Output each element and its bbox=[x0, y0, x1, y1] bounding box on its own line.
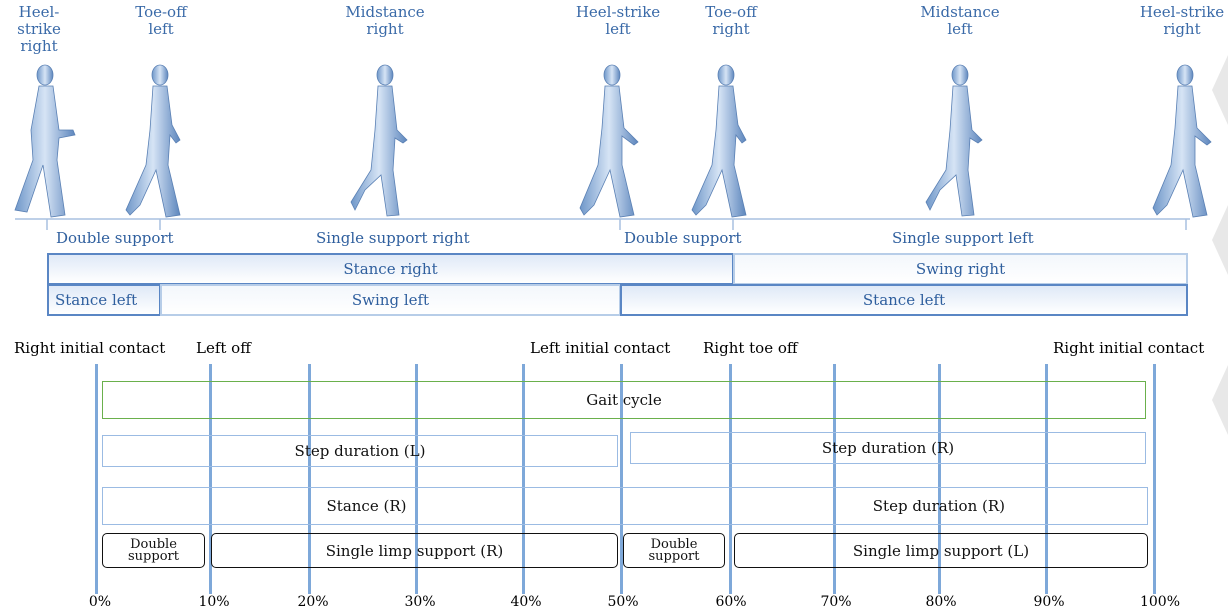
grid-line-70 bbox=[833, 364, 836, 594]
walking-figure bbox=[925, 64, 983, 217]
tick-label: 60% bbox=[715, 594, 747, 610]
walking-figure bbox=[125, 64, 181, 218]
event-right-initial-contact: Right initial contact bbox=[14, 339, 166, 357]
box-step-duration-r-2: Step duration (R) bbox=[628, 487, 1148, 525]
tick-label: 70% bbox=[820, 594, 852, 610]
grid-line-40 bbox=[522, 364, 525, 594]
tick-label: 0% bbox=[88, 594, 112, 610]
walking-figures-illustration bbox=[14, 64, 1212, 230]
edge-decoration bbox=[1212, 365, 1228, 435]
walking-figure bbox=[691, 64, 747, 218]
phase-single-support-right: Single support right bbox=[316, 229, 470, 247]
grid-line-100 bbox=[1153, 364, 1156, 594]
grid-line-80 bbox=[938, 364, 941, 594]
grid-line-60 bbox=[729, 364, 732, 594]
event-right-toe-off: Right toe off bbox=[703, 339, 798, 357]
box-double-support-1: Double support bbox=[102, 533, 205, 568]
box-stance-r: Stance (R) bbox=[102, 487, 630, 525]
box-step-duration-l: Step duration (L) bbox=[102, 435, 618, 467]
event-label-midstance-right: Midstance right bbox=[345, 3, 425, 38]
phase-single-support-left: Single support left bbox=[892, 229, 1034, 247]
bar-stance-left-2: Stance left bbox=[620, 284, 1188, 316]
tick-label: 90% bbox=[1033, 594, 1065, 610]
bar-stance-right: Stance right bbox=[47, 253, 734, 285]
box-single-limp-support-r: Single limp support (R) bbox=[211, 533, 618, 568]
event-label-heel-strike-left: Heel-strike left bbox=[575, 3, 661, 38]
grid-line-50 bbox=[620, 364, 623, 594]
grid-line-30 bbox=[415, 364, 418, 594]
box-gait-cycle: Gait cycle bbox=[102, 381, 1146, 419]
event-left-initial-contact: Left initial contact bbox=[530, 339, 671, 357]
grid-line-10 bbox=[209, 364, 212, 594]
box-step-duration-r-1: Step duration (R) bbox=[630, 432, 1146, 464]
tick-label: 20% bbox=[297, 594, 329, 610]
bar-swing-right: Swing right bbox=[733, 253, 1188, 285]
grid-line-20 bbox=[308, 364, 311, 594]
event-label-toe-off-left: Toe-off left bbox=[135, 3, 187, 38]
walking-figure bbox=[350, 64, 408, 217]
event-label-midstance-left: Midstance left bbox=[920, 3, 1000, 38]
grid-line-0 bbox=[95, 364, 98, 594]
walking-figure bbox=[1152, 64, 1212, 218]
box-single-limp-support-l: Single limp support (L) bbox=[734, 533, 1148, 568]
bar-stance-left-1: Stance left bbox=[47, 284, 161, 316]
tick-label: 100% bbox=[1139, 594, 1181, 610]
tick-label: 30% bbox=[404, 594, 436, 610]
event-label-heel-strike-right-2: Heel-strike right bbox=[1139, 3, 1225, 38]
grid-line-90 bbox=[1045, 364, 1048, 594]
phase-double-support-2: Double support bbox=[624, 229, 742, 247]
event-label-toe-off-right: Toe-off right bbox=[705, 3, 757, 38]
event-right-initial-contact-2: Right initial contact bbox=[1053, 339, 1205, 357]
tick-label: 40% bbox=[510, 594, 542, 610]
walking-figure bbox=[14, 64, 76, 218]
event-left-off: Left off bbox=[196, 339, 251, 357]
phase-double-support-1: Double support bbox=[56, 229, 174, 247]
event-label-heel-strike-right: Heel-strike right bbox=[17, 3, 61, 55]
tick-label: 10% bbox=[198, 594, 230, 610]
tick-label: 50% bbox=[607, 594, 639, 610]
bar-swing-left: Swing left bbox=[160, 284, 621, 316]
box-double-support-2: Double support bbox=[623, 533, 725, 568]
walking-figure bbox=[579, 64, 639, 218]
tick-label: 80% bbox=[925, 594, 957, 610]
